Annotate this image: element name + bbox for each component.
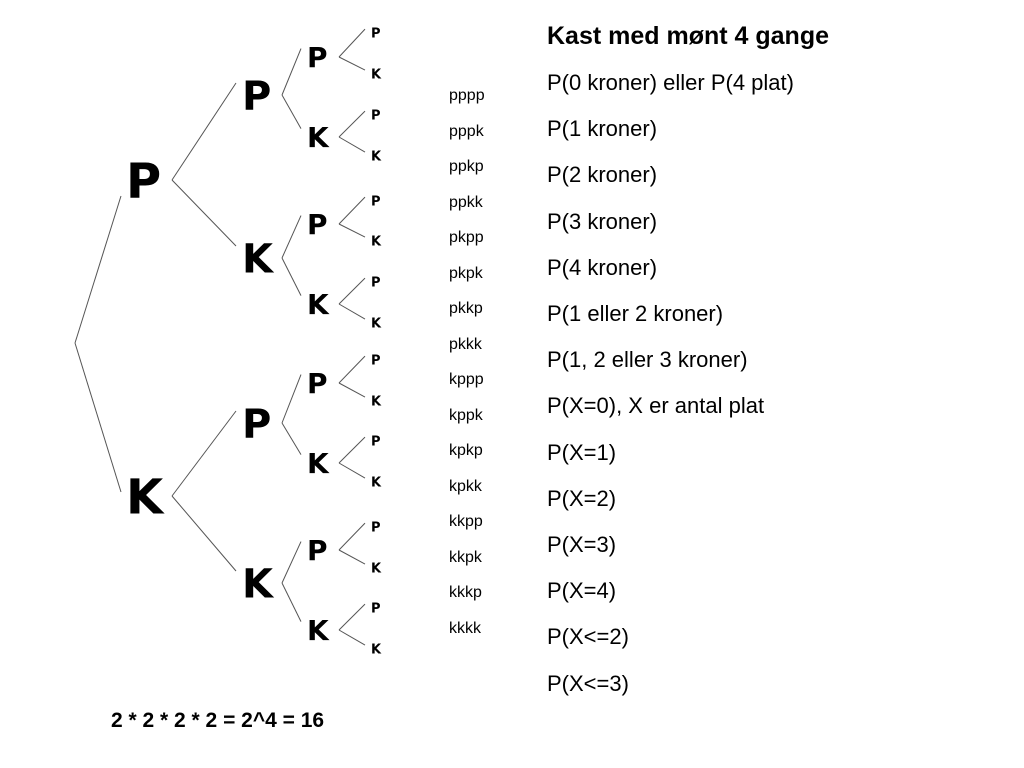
tree-node-4-plat: P <box>371 435 381 450</box>
tree-branch-line <box>171 179 237 247</box>
question-item: P(X<=2) <box>547 624 629 650</box>
question-item: P(X=2) <box>547 485 617 511</box>
tree-branch-line <box>338 382 366 398</box>
tree-branches <box>74 28 366 646</box>
question-item: P(X<=3) <box>547 670 629 696</box>
outcome-item: kkkp <box>449 584 482 601</box>
tree-node-4-plat: P <box>371 27 381 42</box>
tree-node-3-plat: P <box>307 41 328 74</box>
tree-branch-line <box>338 223 366 238</box>
outcome-item: kppp <box>449 371 484 388</box>
tree-branch-line <box>281 48 302 96</box>
tree-branch-line <box>281 422 302 455</box>
tree-branch-line <box>338 549 366 565</box>
tree-branch-line <box>338 110 366 138</box>
tree-branch-line <box>74 342 122 493</box>
outcome-item: kkpk <box>449 548 482 566</box>
tree-node-2-krone: K <box>242 236 275 282</box>
tree-node-4-plat: P <box>371 276 381 291</box>
outcome-item: pkkp <box>449 300 483 317</box>
outcome-item: pkpk <box>449 264 483 282</box>
tree-branch-line <box>74 195 122 344</box>
tree-branch-line <box>338 303 366 320</box>
tree-node-3-krone: K <box>307 447 330 480</box>
tree-node-4-plat: P <box>371 109 381 124</box>
tree-branch-line <box>338 56 366 71</box>
question-item: P(X=3) <box>547 532 617 557</box>
tree-node-2-krone: K <box>242 561 275 607</box>
tree-branch-line <box>338 136 366 153</box>
tree-branch-line <box>281 215 302 259</box>
outcome-item: pppp <box>449 87 485 104</box>
question-item: P(X=4) <box>547 578 617 604</box>
question-item: P(3 kroner) <box>547 208 658 234</box>
slide-title: Kast med mønt 4 gange <box>547 22 829 50</box>
question-item: P(1 kroner) <box>547 116 658 142</box>
tree-node-3-krone: K <box>307 614 330 647</box>
outcome-item: kkpp <box>449 513 483 530</box>
tree-branch-line <box>338 522 366 551</box>
tree-node-2-plat: P <box>242 401 271 447</box>
tree-node-4-krone: K <box>371 643 382 658</box>
outcome-item: ppkp <box>449 158 484 175</box>
tree-node-3-plat: P <box>307 534 328 567</box>
tree-node-4-krone: K <box>371 476 382 491</box>
tree-node-4-plat: P <box>371 521 381 536</box>
question-item: P(2 kroner) <box>547 162 658 188</box>
tree-branch-line <box>338 462 366 479</box>
tree-node-4-krone: K <box>371 317 382 332</box>
question-item: P(4 kroner) <box>547 254 658 280</box>
tree-node-4-krone: K <box>371 68 382 83</box>
tree-node-4-plat: P <box>371 195 381 210</box>
tree-node-4-krone: K <box>371 395 382 410</box>
tree-node-3-plat: P <box>307 208 328 241</box>
tree-branch-line <box>281 582 302 622</box>
tree-node-4-krone: K <box>371 235 382 250</box>
tree-node-1-plat: P <box>126 153 161 209</box>
question-item: P(1, 2 eller 3 kroner) <box>547 347 748 373</box>
tree-node-4-plat: P <box>371 602 381 617</box>
outcome-item: kpkk <box>449 477 482 495</box>
tree-branch-line <box>338 355 366 384</box>
tree-node-1-krone: K <box>126 469 165 525</box>
tree-branch-line <box>171 495 237 572</box>
tree-node-3-plat: P <box>307 367 328 400</box>
tree-branch-line <box>281 541 302 584</box>
tree-node-2-plat: P <box>242 73 271 119</box>
tree-node-3-krone: K <box>307 288 330 321</box>
tree-branch-line <box>338 196 366 225</box>
question-item: P(0 kroner) eller P(4 plat) <box>547 70 794 95</box>
outcome-item: pkpp <box>449 229 484 246</box>
question-item: P(X=1) <box>547 439 617 465</box>
tree-branch-line <box>338 28 366 58</box>
outcome-count-formula: 2 * 2 * 2 * 2 = 2^4 = 16 <box>111 709 325 732</box>
tree-branch-line <box>338 277 366 305</box>
tree-node-4-plat: P <box>371 354 381 369</box>
outcome-item: pppk <box>449 122 484 140</box>
tree-node-4-krone: K <box>371 150 382 165</box>
tree-node-3-krone: K <box>307 121 330 154</box>
tree-branch-line <box>171 82 237 181</box>
tree-branch-line <box>281 374 302 424</box>
tree-branch-line <box>281 94 302 129</box>
tree-branch-line <box>338 603 366 631</box>
outcome-item: ppkk <box>449 193 483 211</box>
tree-branch-line <box>171 410 237 497</box>
outcome-item: kkkk <box>449 619 481 637</box>
tree-branch-line <box>338 436 366 464</box>
outcome-item: pkkk <box>449 335 482 353</box>
question-item: P(1 eller 2 kroner) <box>547 301 724 326</box>
question-item: P(X=0), X er antal plat <box>547 393 765 419</box>
tree-node-4-krone: K <box>371 562 382 577</box>
tree-branch-line <box>281 257 302 296</box>
outcome-item: kpkp <box>449 442 483 459</box>
outcome-item: kppk <box>449 406 483 424</box>
tree-branch-line <box>338 629 366 646</box>
